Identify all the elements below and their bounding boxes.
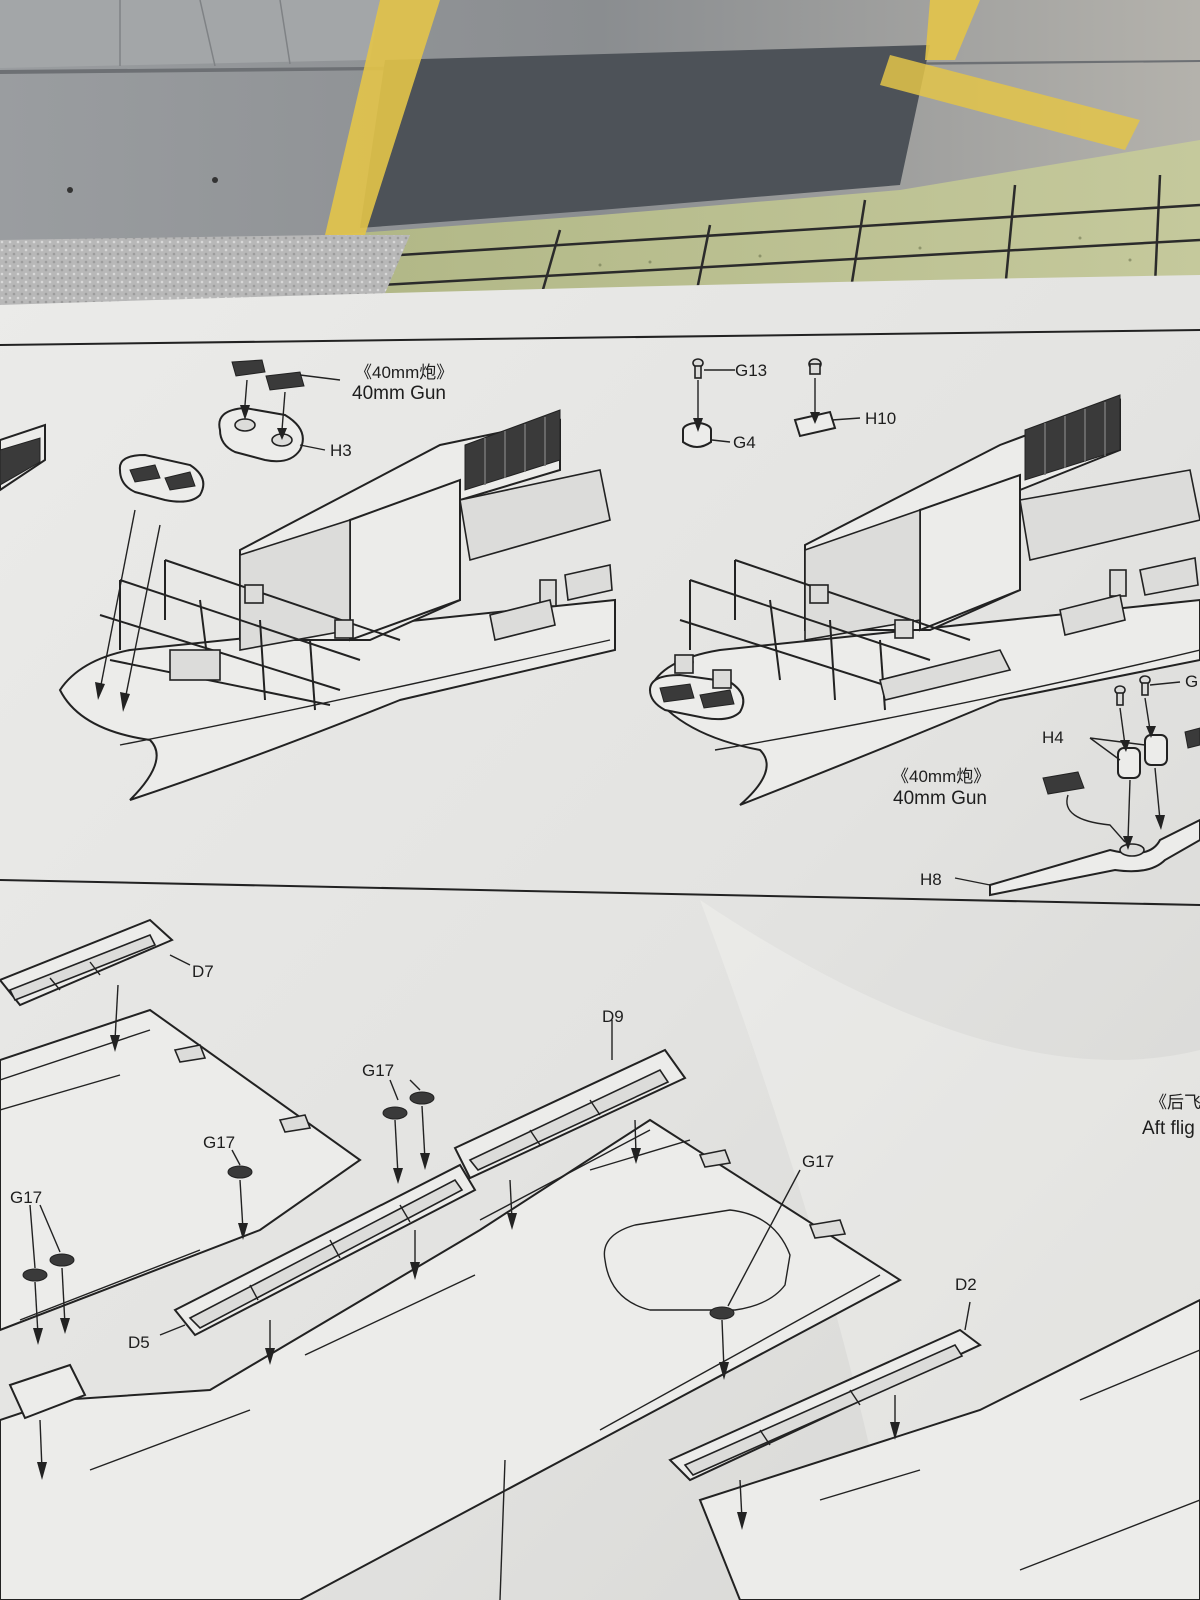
aft-label-cn: 《后飞 [1150,1093,1200,1112]
vent-grille-right [1024,394,1121,481]
part-label-h4: H4 [1042,728,1064,747]
part-label-d9: D9 [602,1007,624,1026]
40mm-gun-icon [231,359,305,391]
bow-assembly-right: G13 G4 H10 [648,358,1200,897]
part-d9-icon [453,1048,687,1180]
part-d2-icon [668,1328,982,1482]
elevator-opening [603,1209,791,1311]
part-label-g13: G13 [735,361,767,380]
flight-deck-assembly: D7 D9 G17 G17 G17 G17 D5 D2 《后飞 Aft flig [0,918,1200,1600]
gun-label-cn-left: 《40mm炮》 [355,363,453,382]
part-label-d7: D7 [192,962,214,981]
part-label-h3: H3 [330,441,352,460]
aft-label-en: Aft flig [1142,1118,1195,1139]
part-d7-icon [0,918,174,1007]
part-label-g17-a: G17 [362,1061,394,1080]
installed-gun-mounts [648,654,745,721]
part-g13-icon [692,358,704,379]
part-label-h8: H8 [920,870,942,889]
part-label-g17-b: G17 [203,1133,235,1152]
part-label-g17-d: G17 [802,1152,834,1171]
part-g17-icons [22,1091,735,1320]
gun-mount-base [118,453,205,503]
step-frame [0,329,1200,906]
background-workbench [0,0,1200,320]
part-label-h10: H10 [865,409,896,428]
40mm-gun-icon-right [1042,771,1085,795]
part-label-d2: D2 [955,1275,977,1294]
part-label-g-partial: G [1185,672,1198,691]
part-label-g17-c: G17 [10,1188,42,1207]
part-h4-icons [1114,675,1200,779]
gun-label-en-right: 40mm Gun [893,788,987,809]
part-h8-icon [989,818,1200,897]
bow-assembly-left: 《40mm炮》 40mm Gun H3 [0,359,616,801]
gun-label-cn-right: 《40mm炮》 [892,767,990,786]
part-d5-icon [173,1163,477,1337]
gun-label-en-left: 40mm Gun [352,383,446,404]
part-label-d5: D5 [128,1333,150,1352]
vent-grille-left [464,409,561,491]
part-label-g4: G4 [733,433,756,452]
